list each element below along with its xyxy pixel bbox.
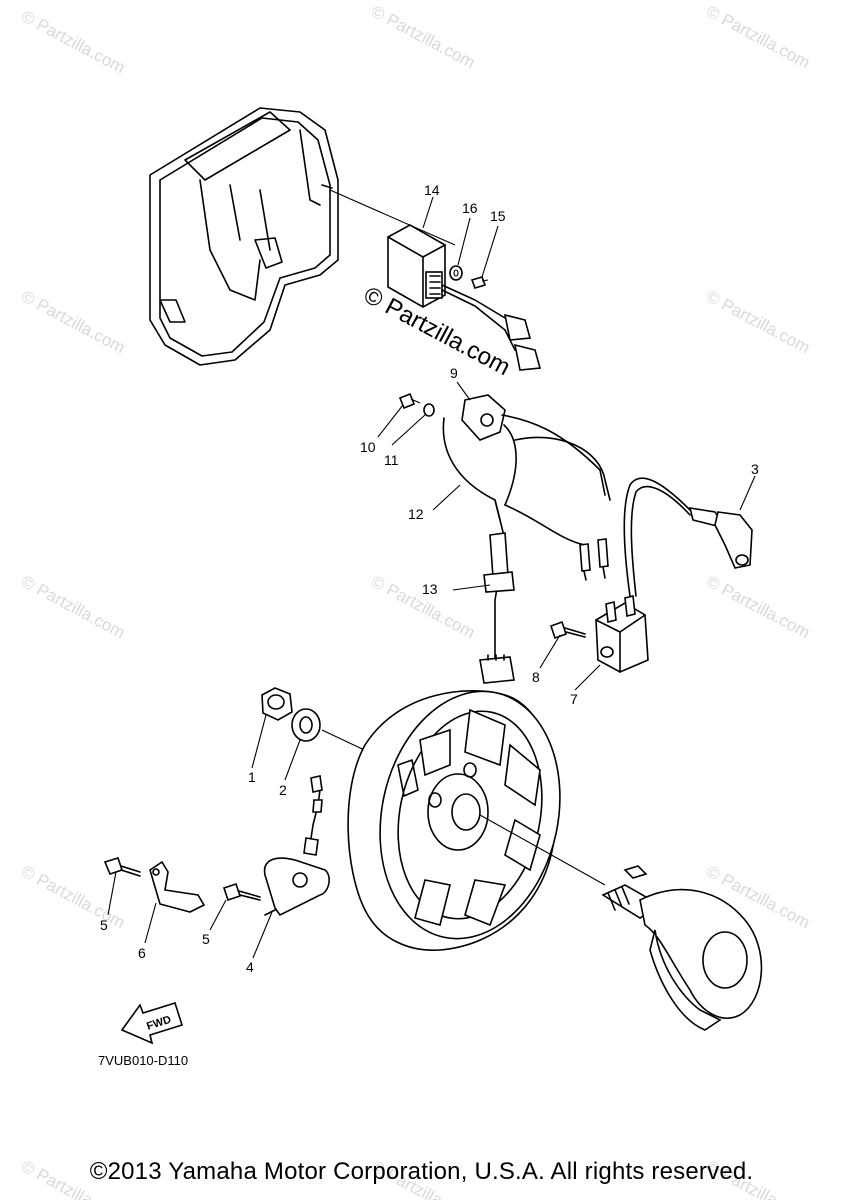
spark-plug-cap — [688, 507, 753, 569]
callout-12: 12 — [408, 506, 424, 522]
bolt-5a — [103, 857, 141, 877]
wire-harness — [442, 417, 611, 684]
watermark: © Partzilla.com — [18, 287, 128, 358]
callout-1: 1 — [248, 769, 256, 785]
leader-line — [329, 189, 456, 246]
fwd-arrow-icon: FWD — [120, 1001, 184, 1045]
sensor-bracket-4 — [263, 775, 330, 917]
callout-5-right: 5 — [202, 931, 210, 947]
washer-16 — [449, 265, 463, 281]
callout-6: 6 — [138, 945, 146, 961]
leader-line — [479, 814, 606, 886]
callout-13: 13 — [422, 581, 438, 597]
bolt-15 — [470, 276, 489, 289]
callout-2: 2 — [279, 782, 287, 798]
callout-8: 8 — [532, 669, 540, 685]
ignition-coil — [595, 477, 691, 673]
washer-11 — [423, 403, 435, 417]
watermark: © Partzilla.com — [703, 2, 813, 73]
plate-6 — [149, 860, 206, 913]
watermark: © Partzilla.com — [368, 2, 478, 73]
cdi-unit — [387, 224, 542, 371]
watermark: © Partzilla.com — [703, 287, 813, 358]
callout-5-left: 5 — [100, 917, 108, 933]
callout-leaders — [107, 196, 756, 959]
callout-10: 10 — [360, 439, 376, 455]
housing-box — [149, 107, 339, 366]
nut-1 — [261, 687, 293, 721]
woodruff-key — [623, 865, 648, 879]
callout-7: 7 — [570, 691, 578, 707]
callout-labels: 14 16 15 9 10 11 12 13 3 8 7 1 2 5 6 5 4 — [100, 182, 759, 975]
diagram-code: 7VUB010-D110 — [98, 1053, 188, 1068]
flywheel-rotor — [347, 690, 561, 951]
callout-16: 16 — [462, 200, 478, 216]
watermark: © Partzilla.com — [703, 572, 813, 643]
watermark: © Partzilla.com — [18, 7, 128, 78]
bolt-8 — [549, 620, 586, 640]
callout-4: 4 — [246, 959, 254, 975]
callout-9: 9 — [450, 365, 458, 381]
watermark: © Partzilla.com — [18, 572, 128, 643]
callout-11: 11 — [384, 452, 399, 468]
washer-2 — [291, 708, 321, 742]
crankshaft — [601, 884, 763, 1031]
pickup-coil — [461, 394, 606, 506]
bolt-10 — [398, 392, 421, 410]
callout-3: 3 — [751, 461, 759, 477]
bolt-5b — [222, 882, 261, 902]
copyright-notice: ©2013 Yamaha Motor Corporation, U.S.A. A… — [89, 1158, 754, 1185]
callout-14: 14 — [424, 182, 440, 198]
callout-15: 15 — [490, 208, 506, 224]
